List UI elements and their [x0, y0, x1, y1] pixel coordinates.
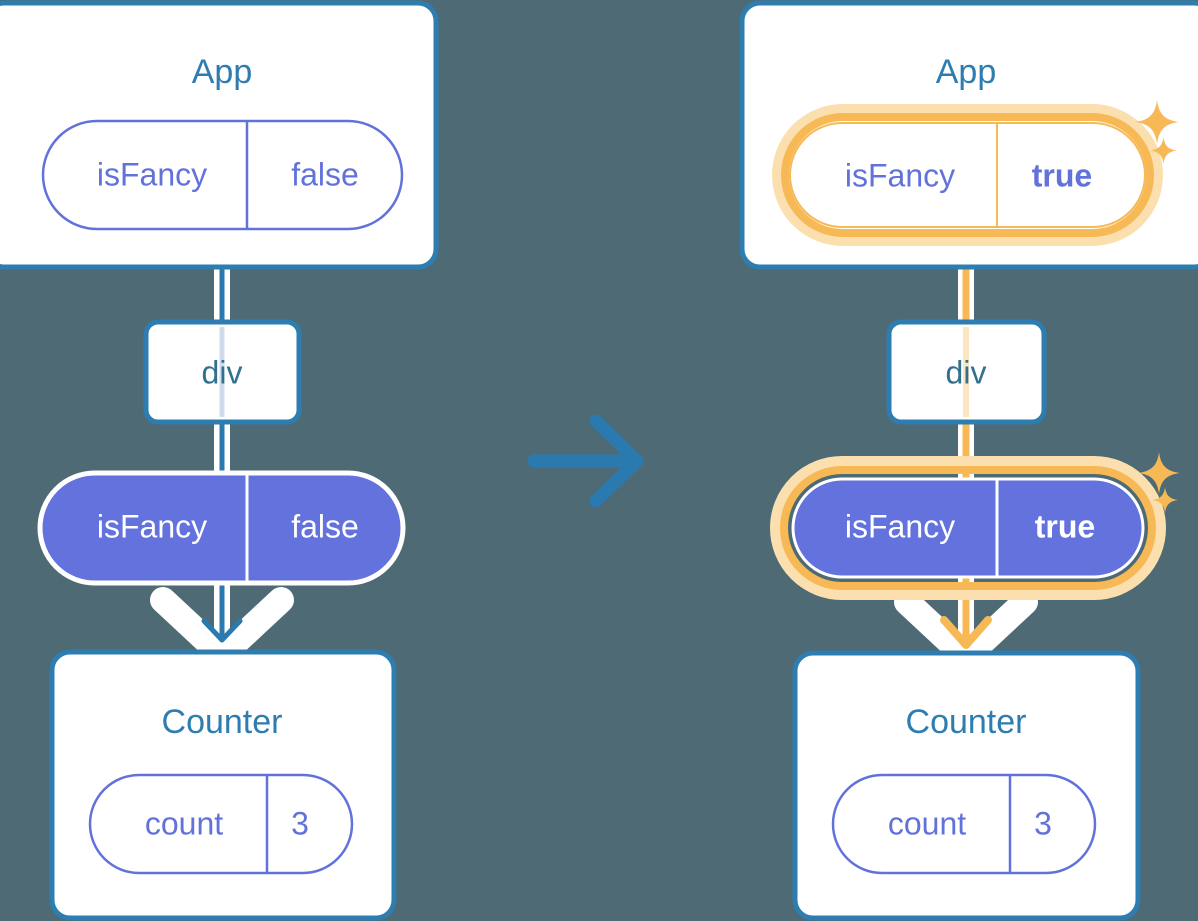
prop-pill-before: isFancy false — [37, 470, 406, 586]
counter-state-pill-after: count 3 — [831, 773, 1097, 875]
prop-pill-key-before: isFancy — [97, 508, 207, 544]
counter-title-before: Counter — [162, 703, 283, 741]
app-pill-value-before: false — [291, 156, 359, 192]
app-state-pill-before: isFancy false — [41, 119, 404, 231]
prop-pill-value-before: false — [291, 508, 359, 544]
counter-box-before: Counter count 3 — [49, 649, 397, 921]
connector-before — [150, 205, 294, 668]
div-node-before: div — [143, 319, 302, 425]
counter-pill-key-after: count — [888, 805, 966, 841]
app-pill-value-after: true — [1032, 157, 1092, 193]
counter-pill-value-before: 3 — [291, 805, 309, 841]
counter-title-after: Counter — [906, 703, 1027, 741]
app-box-before: App isFancy false — [0, 0, 439, 270]
app-box-after: App isFancy true — [739, 0, 1198, 270]
app-title-after: App — [936, 53, 997, 91]
arrowhead-before — [201, 618, 243, 643]
app-pill-key-after: isFancy — [845, 157, 955, 193]
app-pill-highlight-after — [772, 104, 1163, 246]
counter-pill-key-before: count — [145, 805, 223, 841]
arrowhead-after — [940, 616, 992, 649]
div-label-after: div — [946, 354, 987, 390]
prop-pill-value-after: true — [1035, 508, 1095, 544]
prop-pill-key-after: isFancy — [845, 508, 955, 544]
counter-box-after: Counter count 3 — [792, 650, 1141, 921]
counter-pill-value-after: 3 — [1034, 805, 1052, 841]
panel-before: App isFancy false div isFancy — [0, 0, 439, 921]
prop-pill-after: isFancy true — [770, 452, 1180, 600]
div-label-before: div — [202, 354, 243, 390]
transition-arrow-icon — [527, 414, 644, 508]
panel-after: App isFancy true — [739, 0, 1198, 921]
app-title-before: App — [192, 53, 253, 91]
counter-state-pill-before: count 3 — [88, 773, 354, 875]
div-node-after: div — [886, 319, 1047, 425]
app-state-pill-after: isFancy true — [789, 122, 1146, 228]
app-pill-key-before: isFancy — [97, 156, 207, 192]
